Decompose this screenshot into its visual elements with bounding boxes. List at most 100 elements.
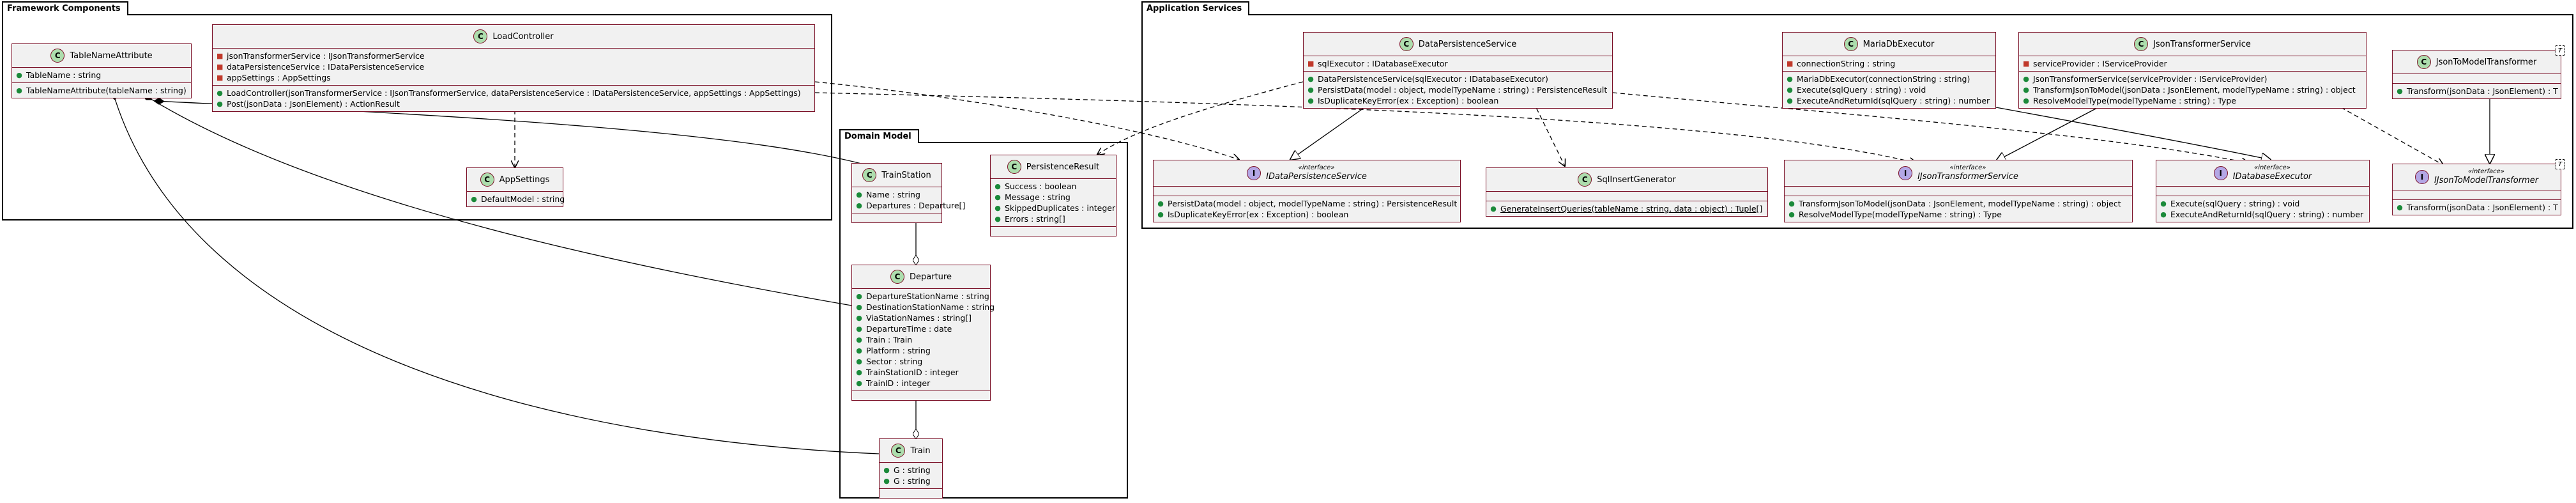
class-icon: C (891, 444, 906, 458)
assoc-train-tna (112, 91, 880, 454)
class-persistence-result[interactable]: C PersistenceResult ●Success : boolean ●… (990, 155, 1117, 236)
type-parameter: T (2556, 159, 2565, 169)
private-marker-icon: ■ (217, 52, 224, 60)
interface-i-data-persistence-service[interactable]: I «interface» IDataPersistenceService ●P… (1153, 160, 1461, 222)
public-marker-icon: ● (1788, 210, 1795, 219)
class-train-station[interactable]: C TrainStation ●Name : string ●Departure… (851, 163, 966, 223)
public-marker-icon: ● (1490, 205, 1497, 213)
interface-icon: I (2414, 169, 2429, 184)
public-marker-icon: ● (1307, 97, 1314, 105)
method-row: ●TransformJsonToModel(jsonData : JsonEle… (2023, 85, 2356, 95)
class-sql-insert-generator[interactable]: C SqlInsertGenerator ●GenerateInsertQuer… (1486, 167, 1768, 217)
public-marker-icon: ● (1307, 75, 1314, 83)
interface-icon: I (2213, 166, 2228, 180)
methods-section: ●Execute(sqlQuery : string) : void ●Exec… (2156, 196, 2369, 222)
class-name: Departure (910, 272, 952, 282)
interface-i-json-to-model-transformer[interactable]: T I «interface» IJsonToModelTransformer … (2392, 159, 2565, 215)
field-row: ●Name : string (856, 190, 920, 199)
private-marker-icon: ■ (217, 63, 224, 71)
methods-section: ●LoadController(jsonTransformerService :… (213, 86, 814, 111)
methods-section: ●MariaDbExecutor(connectionString : stri… (1783, 72, 1995, 108)
stereotype: «interface» (2468, 168, 2504, 175)
stereotype: «interface» (1298, 164, 1335, 171)
class-train[interactable]: C Train ●G : string ●G : string (879, 438, 943, 499)
public-marker-icon: ● (2023, 75, 2029, 83)
class-icon: C (2416, 55, 2431, 69)
class-name: AppSettings (499, 174, 550, 185)
public-marker-icon: ● (856, 201, 862, 210)
field-row: ●Message : string (995, 192, 1071, 202)
public-marker-icon: ● (2023, 86, 2029, 94)
public-marker-icon: ● (2397, 203, 2403, 212)
field-row: ●Sector : string (856, 357, 923, 366)
class-name: TableNameAttribute (70, 50, 153, 61)
method-row: ●JsonTransformerService(serviceProvider … (2023, 74, 2267, 84)
public-marker-icon: ● (856, 303, 862, 311)
class-json-to-model-transformer[interactable]: T C JsonToModelTransformer ●Transform(js… (2392, 45, 2565, 99)
methods-section (880, 489, 942, 498)
field-row: ■sqlExecutor : IDatabaseExecutor (1307, 59, 1448, 68)
field-row: ●Departures : Departure[] (856, 201, 966, 210)
public-marker-icon: ● (995, 204, 1001, 212)
class-maria-db-executor[interactable]: C MariaDbExecutor ■connectionString : st… (1782, 32, 1996, 109)
methods-section: ●GenerateInsertQueries(tableName : strin… (1486, 201, 1767, 216)
class-icon: C (1843, 37, 1858, 51)
public-marker-icon: ● (16, 86, 22, 95)
public-marker-icon: ● (883, 477, 890, 485)
public-marker-icon: ● (883, 466, 890, 474)
dep-dps-sqlinsert (1529, 94, 1565, 166)
public-marker-icon: ● (856, 368, 862, 376)
type-parameter: T (2556, 45, 2565, 56)
class-load-controller[interactable]: C LoadController ■jsonTransformerService… (212, 24, 815, 112)
package-title: Application Services (1141, 1, 1250, 15)
field-row: ●ViaStationNames : string[] (856, 313, 972, 323)
private-marker-icon: ■ (2023, 59, 2030, 68)
interface-i-database-executor[interactable]: I «interface» IDatabaseExecutor ●Execute… (2156, 160, 2370, 222)
field-row: ■connectionString : string (1787, 59, 1896, 68)
fields-section (2393, 190, 2561, 200)
class-name: TrainStation (881, 170, 931, 180)
fields-section (2156, 187, 2369, 196)
method-row: ●IsDuplicateKeyError(ex : Exception) : b… (1307, 96, 1499, 105)
method-row: ●ResolveModelType(modelTypeName : string… (1788, 209, 2002, 219)
field-row: ●G : string (883, 476, 931, 486)
interface-name: IJsonToModelTransformer (2434, 176, 2539, 185)
methods-section: ●Transform(jsonData : JsonElement) : T (2393, 200, 2561, 215)
interface-icon: I (1898, 166, 1913, 180)
field-row: ■jsonTransformerService : IJsonTransform… (217, 51, 425, 61)
class-icon: C (1399, 37, 1414, 51)
method-row: ●ResolveModelType(modelTypeName : string… (2023, 96, 2236, 105)
class-json-transformer-service[interactable]: C JsonTransformerService ■serviceProvide… (2018, 32, 2366, 109)
public-marker-icon: ● (856, 379, 862, 387)
dep-loadcontroller-idataservice (814, 81, 1239, 160)
method-row: ●DataPersistenceService(sqlExecutor : ID… (1307, 74, 1548, 84)
class-icon: C (1578, 173, 1592, 187)
method-row: ●TransformJsonToModel(jsonData : JsonEle… (1788, 198, 2121, 208)
methods-section: ●Transform(jsonData : JsonElement) : T (2393, 84, 2561, 98)
package-domain-model: Domain Model (839, 129, 1128, 499)
fields-section: ●DepartureStationName : string ●Destinat… (852, 289, 995, 391)
class-icon: C (50, 49, 65, 63)
private-marker-icon: ■ (1787, 59, 1794, 68)
fields-section: ■sqlExecutor : IDatabaseExecutor (1304, 56, 1612, 72)
stereotype: «interface» (1949, 164, 1986, 171)
public-marker-icon: ● (2397, 87, 2403, 95)
class-icon: C (890, 270, 905, 284)
class-data-persistence-service[interactable]: C DataPersistenceService ■sqlExecutor : … (1303, 32, 1613, 109)
class-table-name-attribute[interactable]: C TableNameAttribute ●TableName : string… (11, 43, 192, 98)
methods-section: ●JsonTransformerService(serviceProvider … (2019, 72, 2366, 108)
public-marker-icon: ● (856, 336, 862, 344)
private-marker-icon: ■ (217, 74, 224, 82)
dep-dps-persistenceresult (1097, 81, 1304, 155)
method-row: ●PersistData(model : object, modelTypeNa… (1307, 85, 1608, 95)
public-marker-icon: ● (2160, 199, 2167, 208)
class-departure[interactable]: C Departure ●DepartureStationName : stri… (851, 265, 995, 401)
class-icon: C (473, 29, 488, 43)
field-row: ●DepartureTime : date (856, 324, 952, 334)
public-marker-icon: ● (1788, 199, 1795, 208)
public-marker-icon: ● (1157, 199, 1164, 208)
field-row: ●TrainStationID : integer (856, 368, 959, 377)
fields-section: ●DefaultModel : string (467, 192, 565, 206)
class-app-settings[interactable]: C AppSettings ●DefaultModel : string (466, 167, 565, 207)
interface-i-json-transformer-service[interactable]: I «interface» IJsonTransformerService ●T… (1784, 160, 2133, 222)
